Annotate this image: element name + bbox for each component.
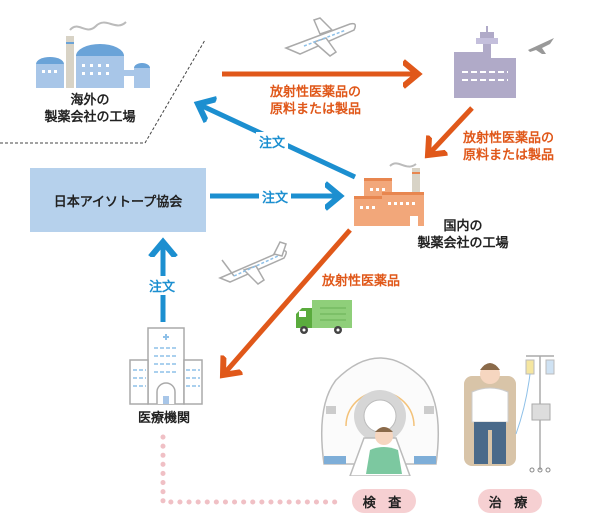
exam-label: 検 査 [362,495,406,511]
domestic-factory-label: 国内の 製薬会社の工場 [408,218,518,252]
jia-label: 日本アイソトープ協会 [53,194,183,210]
treatment-patient-icon [464,355,555,473]
airport-icon [454,26,554,98]
overseas-factory-icon [36,21,150,88]
edge-label-airport-to-domestic: 放射性医薬品の 原料または製品 [463,130,554,164]
domestic-factory-icon [354,162,424,226]
dotted-path-hospital-to-exam [160,434,343,505]
edge-label-domestic-to-hospital: 放射性医薬品 [322,274,401,289]
edge-label-overseas-to-airport-line2: 原料または製品 [270,102,362,117]
overseas-boundary-line [0,39,206,144]
edge-label-overseas-to-airport: 放射性医薬品の 原料または製品 [270,84,361,118]
edge-label-airport-to-domestic-line2: 原料または製品 [463,148,555,163]
overseas-factory-label-line2: 製薬会社の工場 [44,110,136,125]
overseas-factory-label: 海外の 製薬会社の工場 [20,92,160,126]
arrow-airport-to-domestic [428,106,474,155]
domestic-factory-label-line2: 製薬会社の工場 [417,236,509,251]
exam-badge: 検 査 [352,489,416,513]
treatment-label: 治 療 [488,495,532,511]
airplane-icon [283,17,357,57]
order-label-domestic-to-overseas: 注文 [256,132,289,151]
jia-box: 日本アイソトープ協会 [30,168,206,232]
hospital-icon [129,327,203,405]
edge-label-overseas-to-airport-line1: 放射性医薬品の [270,85,362,100]
truck-icon [296,300,352,334]
order-label-jia-to-domestic: 注文 [259,187,292,206]
domestic-factory-label-line1: 国内の [443,219,483,234]
arrow-domestic-to-hospital [223,228,352,375]
pet-scanner-icon [320,357,440,476]
overseas-factory-label-line1: 海外の [70,93,110,108]
order-label-hospital-to-jia: 注文 [146,276,179,295]
airplane-icon-2 [218,241,287,285]
hospital-label: 医療機関 [137,411,190,426]
edge-label-airport-to-domestic-line1: 放射性医薬品の [463,131,555,146]
treatment-badge: 治 療 [478,489,542,513]
